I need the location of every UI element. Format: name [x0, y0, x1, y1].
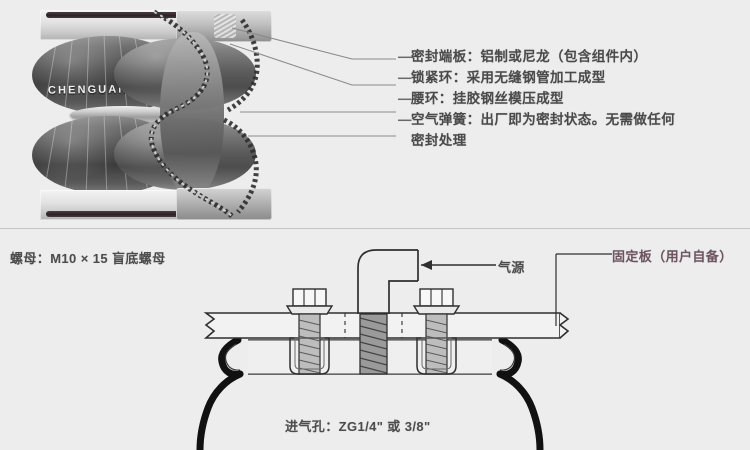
mounting-drawing-panel: 螺母：M10 × 15 盲底螺母 气源 固定板（用户自备） 进气孔：ZG1/4"… [0, 228, 750, 450]
annotation-girdle-ring: — 腰环：挂胶钢丝模压成型 [398, 88, 744, 109]
air-source-label: 气源 [498, 260, 525, 275]
annotation-text: 锁紧环：采用无缝钢管加工成型 [411, 70, 606, 85]
annotation-locking-ring: — 锁紧环：采用无缝钢管加工成型 [398, 67, 744, 88]
annotation-text: 腰环：挂胶钢丝模压成型 [411, 91, 564, 106]
cut-edge-beads [148, 9, 260, 220]
annotation-air-spring: — 空气弹簧：出厂即为密封状态。无需做任何 [398, 109, 744, 130]
elbow-fitting [357, 249, 419, 314]
nut-label: 螺母：M10 × 15 盲底螺母 [10, 251, 166, 266]
air-inlet-stud [344, 313, 403, 375]
annotation-air-spring-continuation: 密封处理 [411, 133, 467, 148]
fixing-plate-label: 固定板（用户自备） [612, 249, 733, 264]
bellows-cut-core [160, 32, 224, 196]
upper-panel: CHENGUANG [28, 2, 744, 228]
end-plate-top-strip [46, 12, 181, 18]
annotation-dash: — [398, 70, 412, 85]
mounting-assembly-drawing [196, 249, 612, 450]
annotation-dash: — [398, 91, 412, 106]
air-source-arrow [421, 260, 496, 270]
annotation-text: 密封端板：铝制或尼龙（包含组件内） [411, 49, 648, 64]
annotation-dash: — [398, 49, 412, 64]
upper-leader-lines [229, 27, 396, 137]
locking-ring-bottom [176, 188, 272, 220]
annotation-sealing-end-plate: — 密封端板：铝制或尼龙（包含组件内） [398, 46, 744, 67]
locking-ring-top-detail [214, 14, 236, 38]
upper-annotation-list: — 密封端板：铝制或尼龙（包含组件内） — 锁紧环：采用无缝钢管加工成型 — 腰… [398, 46, 744, 151]
bolt-left [285, 288, 334, 375]
air-inlet-label: 进气孔：ZG1/4" 或 3/8" [285, 419, 431, 434]
fixing-plate-leader [555, 253, 612, 326]
sealing-end-plate-bottom [40, 190, 200, 220]
panel-divider [0, 228, 750, 229]
end-plate-bottom-strip [46, 211, 181, 217]
annotation-dash: — [398, 112, 412, 127]
annotation-text: 空气弹簧：出厂即为密封状态。无需做任何 [411, 112, 676, 127]
air-spring-illustration: CHENGUANG [28, 2, 290, 228]
bolt-right [412, 288, 461, 375]
